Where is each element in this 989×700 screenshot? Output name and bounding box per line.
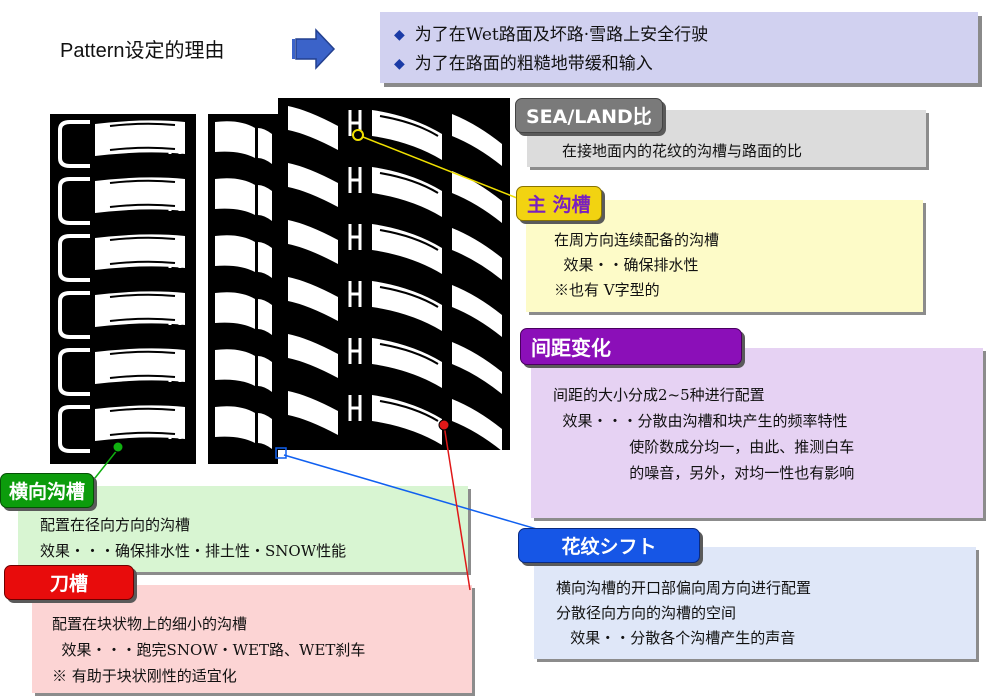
sipe-text: 效果・・・跑完SNOW・WET路、WET刹车 xyxy=(52,641,366,659)
reason-item: ◆ 为了在路面的粗糙地带缓和输入 xyxy=(394,49,653,74)
pitch-text: 使阶数成分均一，由此、推测白车 xyxy=(553,438,855,456)
shift-text: 效果・・分散各个沟槽产生的声音 xyxy=(556,629,796,647)
leader-shift xyxy=(283,454,541,531)
diamond-bullet-icon: ◆ xyxy=(394,56,405,72)
tread-left-panel xyxy=(50,114,278,464)
shift-text: 横向沟槽的开口部偏向周方向进行配置 xyxy=(556,579,812,597)
right-arrow-icon xyxy=(292,28,336,70)
leader-sipe xyxy=(443,424,471,591)
main-groove-text: ※也有 V字型的 xyxy=(554,281,660,299)
shift-text: 分散径向方向的沟槽的空间 xyxy=(556,604,737,622)
main-groove-text: 效果・・确保排水性 xyxy=(554,256,699,274)
page-title: Pattern设定的理由 xyxy=(60,40,225,62)
main-groove-label: 主 沟槽 xyxy=(516,186,602,221)
lateral-text: 效果・・・确保排水性・排土性・SNOW性能 xyxy=(40,542,347,560)
pitch-label: 间距变化 xyxy=(520,328,742,365)
sea-land-text: 在接地面内的花纹的沟槽与路面的比 xyxy=(562,142,803,160)
main-groove-text: 在周方向连续配备的沟槽 xyxy=(554,231,720,249)
lateral-box: 配置在径向方向的沟槽 效果・・・确保排水性・排土性・SNOW性能 xyxy=(18,486,468,572)
tread-right-panel xyxy=(278,98,510,451)
reason-item: ◆ 为了在Wet路面及坏路·雪路上安全行驶 xyxy=(394,20,708,45)
sipe-label: 刀槽 xyxy=(4,565,134,600)
sipe-text: ※ 有助于块状刚性的适宜化 xyxy=(52,667,237,685)
reason-text: 为了在Wet路面及坏路·雪路上安全行驶 xyxy=(414,25,709,45)
pitch-text: 间距的大小分成2~5种进行配置 xyxy=(553,386,765,404)
reason-text: 为了在路面的粗糙地带缓和输入 xyxy=(414,54,653,74)
leader-lateral xyxy=(94,448,119,479)
sea-land-label: SEA/LAND比 xyxy=(515,98,663,133)
pitch-box: 间距的大小分成2~5种进行配置 效果・・・分散由沟槽和块产生的频率特性 使阶数成… xyxy=(531,348,983,518)
diamond-bullet-icon: ◆ xyxy=(394,27,405,43)
shift-label: 花纹シフト xyxy=(518,528,700,563)
lateral-label: 横向沟槽 xyxy=(0,473,95,508)
sipe-box: 配置在块状物上的细小的沟槽 效果・・・跑完SNOW・WET路、WET刹车 ※ 有… xyxy=(32,585,472,693)
lateral-text: 配置在径向方向的沟槽 xyxy=(40,516,191,534)
sipe-text: 配置在块状物上的细小的沟槽 xyxy=(52,615,248,633)
leader-main-groove xyxy=(357,134,523,201)
reasons-box: ◆ 为了在Wet路面及坏路·雪路上安全行驶 ◆ 为了在路面的粗糙地带缓和输入 xyxy=(380,12,978,83)
shift-box: 横向沟槽的开口部偏向周方向进行配置 分散径向方向的沟槽的空间 效果・・分散各个沟… xyxy=(534,547,976,659)
pitch-text: 的噪音，另外，对均一性也有影响 xyxy=(553,464,855,482)
pitch-text: 效果・・・分散由沟槽和块产生的频率特性 xyxy=(553,412,848,430)
